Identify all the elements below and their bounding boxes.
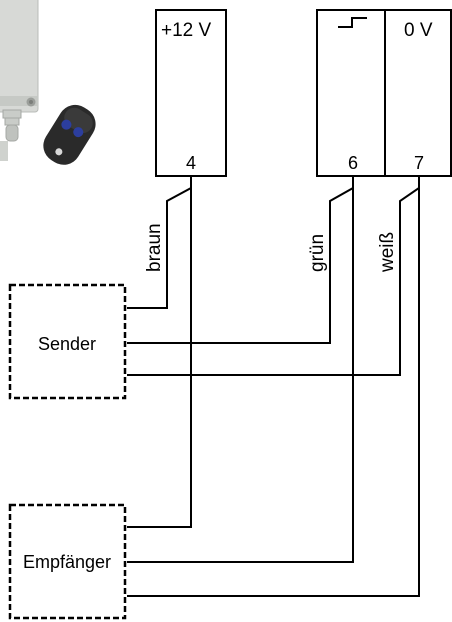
- wire-12v-receiver: [127, 176, 192, 528]
- wire-0v-sender: [127, 176, 420, 376]
- terminal-12v-number: 4: [186, 153, 196, 173]
- wire-label-brown: braun: [144, 223, 165, 272]
- pulse-step-icon: [338, 17, 367, 28]
- receiver-label: Empfänger: [23, 552, 111, 572]
- terminal-0v-number: 7: [414, 153, 424, 173]
- remote-transmitter-photo: [0, 0, 96, 165]
- key-fob-icon: [43, 104, 96, 165]
- wire-label-white: weiß: [377, 232, 398, 273]
- terminal-signal-box: [316, 9, 386, 177]
- sender-box: [8, 283, 127, 400]
- terminal-0v-box: [384, 9, 452, 177]
- terminal-signal-number: 6: [348, 153, 358, 173]
- wire-0v-receiver: [127, 176, 420, 597]
- wire-label-green: grün: [307, 234, 328, 272]
- terminal-0v-label: 0 V: [404, 20, 433, 41]
- cable-gland-icon: [0, 109, 22, 161]
- sender-label: Sender: [38, 334, 96, 354]
- wires: [127, 176, 420, 597]
- receiver-box: [8, 503, 127, 620]
- wire-signal-receiver: [127, 176, 354, 563]
- terminal-12v-label: +12 V: [161, 20, 212, 41]
